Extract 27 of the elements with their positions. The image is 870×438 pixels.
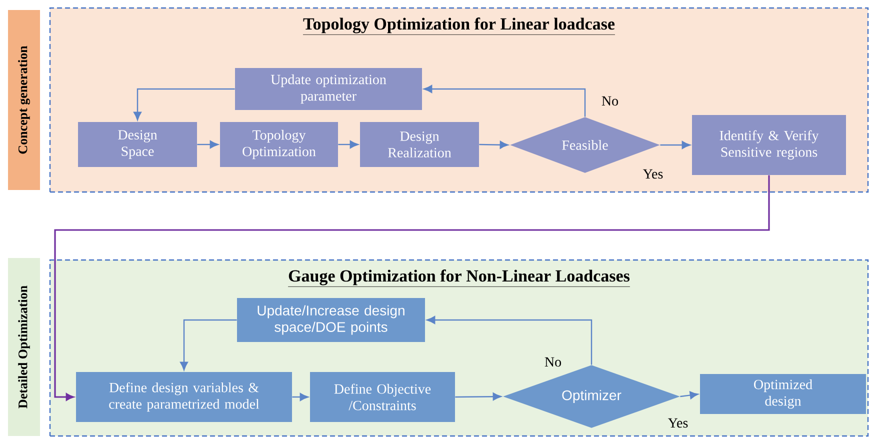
process-box: Define Objective /Constraints [310, 372, 455, 422]
side-tab: Concept generation [8, 10, 40, 190]
edge-label: No [544, 357, 562, 367]
arrow [455, 392, 502, 401]
arrow [424, 85, 586, 117]
arrow [54, 175, 770, 401]
process-box: Identify & Verify Sensitive regions [692, 115, 846, 175]
process-box: Optimized design [700, 374, 866, 414]
side-tab: Detailed Optimization [8, 258, 40, 436]
panel-title: Gauge Optimization for Non-Linear Loadcases [288, 270, 630, 287]
process-box: Topology Optimization [220, 122, 338, 167]
edge-label: No [602, 96, 618, 106]
panel-title: Topology Optimization for Linear loadcase [302, 18, 616, 35]
arrow [660, 141, 690, 149]
arrow [680, 391, 698, 400]
process-box: Design Realization [360, 122, 479, 167]
arrow [197, 140, 218, 148]
arrow [180, 319, 237, 370]
process-box: Define design variables & create parametrized model [76, 372, 292, 422]
arrow [338, 140, 358, 148]
process-box: Update optimization parameter [235, 68, 422, 110]
arrow [292, 393, 308, 401]
arrow [479, 140, 508, 149]
process-box: Update/Increase design space/DOE points [237, 298, 425, 342]
arrow [426, 316, 592, 365]
process-box: Design Space [78, 122, 197, 167]
arrow [134, 88, 235, 120]
